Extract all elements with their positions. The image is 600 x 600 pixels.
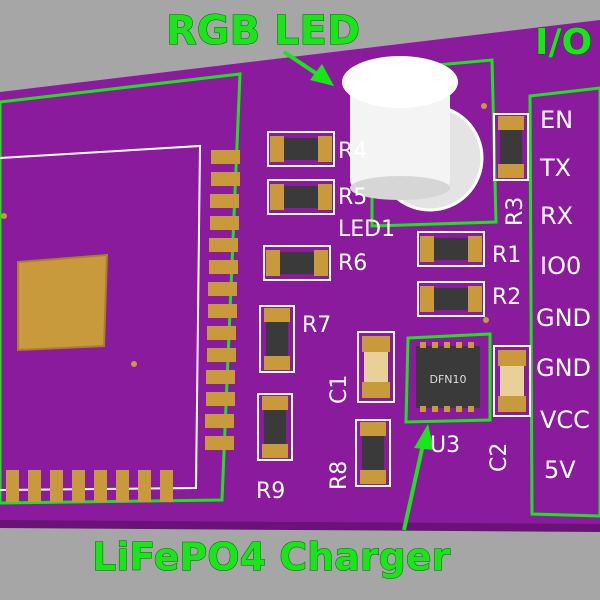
label-r7: R7 [302,313,331,338]
pin-label-en: EN [540,106,573,134]
module-ground-pad [17,253,109,352]
label-c2: C2 [487,443,512,472]
resistor-r8 [355,419,391,487]
capacitor-c2 [493,345,531,417]
chip-marking: DFN10 [429,373,466,386]
resistor-r1 [417,231,485,267]
module-outline [0,72,242,505]
resistor-r6 [263,245,331,281]
pin-label-gnd-2: GND [536,354,591,382]
pin-label-gnd-1: GND [536,304,591,332]
label-u3: U3 [430,433,460,458]
label-r8: R8 [327,461,352,490]
label-r1: R1 [492,243,521,268]
label-r9: R9 [256,479,285,504]
pcb-edge [0,520,600,532]
charger-callout: LiFePO4 Charger [92,535,451,579]
label-led1: LED1 [338,217,395,242]
pin-label-io0: IO0 [540,252,581,280]
label-r2: R2 [492,285,521,310]
resistor-r9 [257,393,293,461]
callout-arrows [282,50,434,531]
label-r3: R3 [503,197,528,226]
io-callout: I/O [535,22,592,63]
rgb-led-part [342,56,484,212]
pin-label-rx: RX [540,202,573,230]
capacitor-c1 [357,331,395,403]
charger-callout-box [404,332,492,424]
module-side-pads [205,150,240,450]
resistor-r5 [267,179,335,215]
pin-label-5v: 5V [544,456,576,484]
charger-ic [416,342,480,412]
module-bottom-pads [6,470,173,502]
resistor-r2 [417,281,485,317]
label-r5: R5 [338,185,367,210]
label-r6: R6 [338,251,367,276]
resistor-r3 [493,113,529,181]
resistor-r4 [267,131,335,167]
io-callout-box [528,86,600,518]
rgb-led-callout: RGB LED [166,8,360,54]
pin-label-tx: TX [539,154,571,182]
resistor-r7 [259,305,295,373]
vias [1,103,489,367]
label-r4: R4 [338,139,367,164]
label-c1: C1 [327,375,352,404]
pin-label-vcc: VCC [540,406,590,434]
